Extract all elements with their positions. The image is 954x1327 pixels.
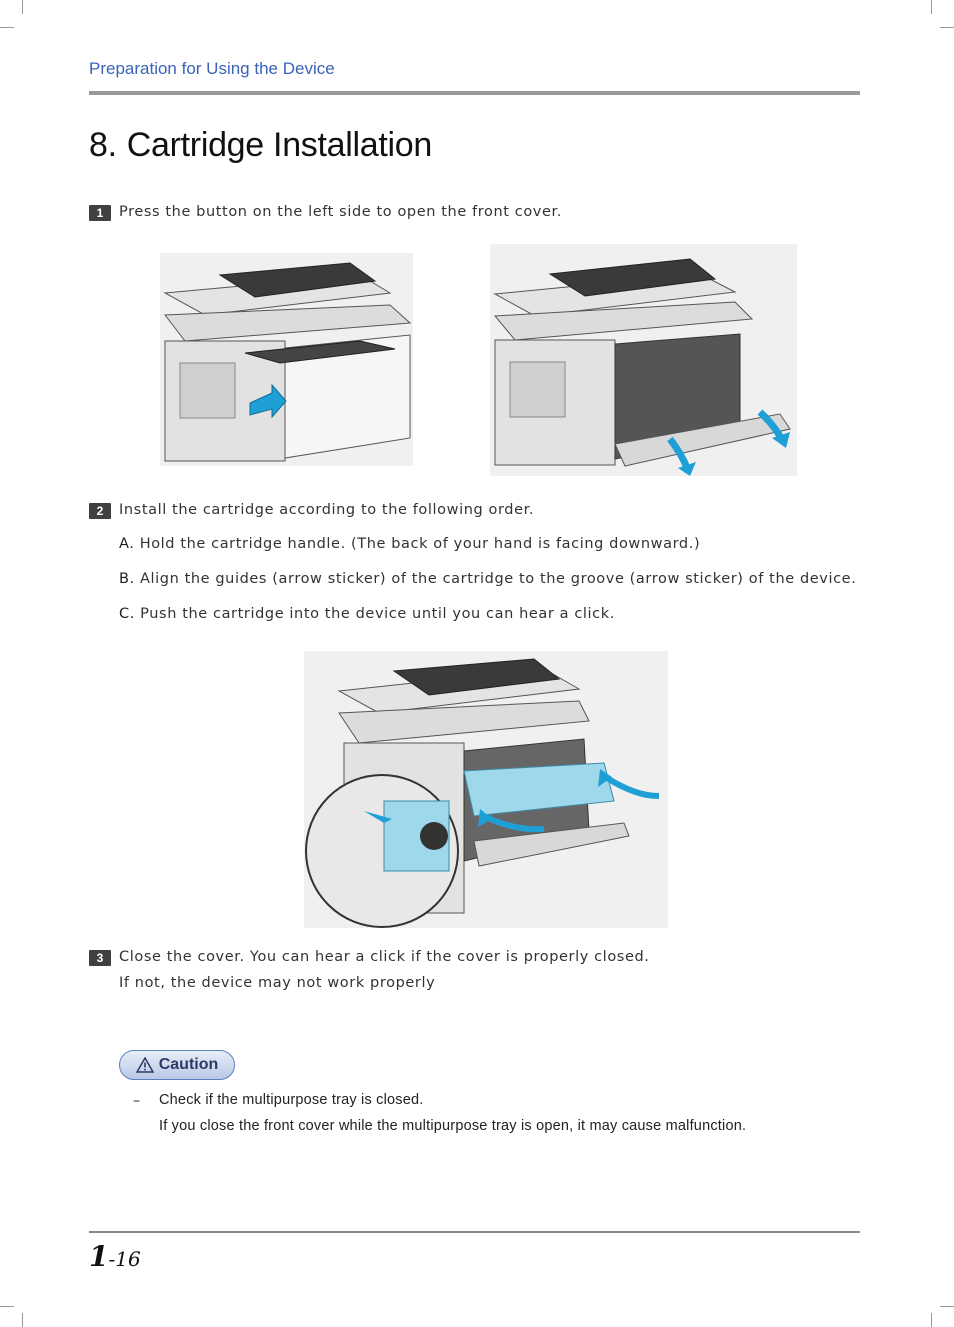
step-text-1: Press the button on the left side to ope… bbox=[119, 204, 562, 220]
substep-c: C. Push the cartridge into the device un… bbox=[119, 606, 615, 622]
warning-triangle-icon bbox=[135, 1057, 154, 1073]
caution-line-1: Check if the multipurpose tray is closed… bbox=[159, 1092, 424, 1108]
crop-mark bbox=[940, 1306, 954, 1307]
crop-mark bbox=[931, 1313, 932, 1327]
substep-a: A. Hold the cartridge handle. (The back … bbox=[119, 536, 700, 552]
substep-text: Hold the cartridge handle. (The back of … bbox=[139, 536, 701, 552]
caution-line-2: If you close the front cover while the m… bbox=[159, 1118, 747, 1134]
substep-text: Push the cartridge into the device until… bbox=[140, 606, 615, 622]
step-badge-3: 3 bbox=[89, 950, 111, 966]
step-text-2: Install the cartridge according to the f… bbox=[119, 502, 535, 518]
crop-mark bbox=[940, 27, 954, 28]
caution-label: Caution bbox=[158, 1056, 219, 1073]
section-header: Preparation for Using the Device bbox=[89, 59, 335, 78]
substep-text: Align the guides (arrow sticker) of the … bbox=[139, 571, 857, 587]
page-number: 1-16 bbox=[89, 1240, 141, 1273]
substep-b: B. Align the guides (arrow sticker) of t… bbox=[119, 571, 856, 587]
printer-closed-figure bbox=[160, 253, 413, 466]
substep-label: C. bbox=[119, 606, 135, 622]
crop-mark bbox=[0, 27, 14, 28]
crop-mark bbox=[22, 0, 23, 14]
printer-open-figure bbox=[490, 244, 797, 476]
step-badge-1: 1 bbox=[89, 205, 111, 221]
chapter-number: 1 bbox=[89, 1240, 109, 1273]
footer-divider bbox=[89, 1231, 860, 1233]
title-text: Cartridge Installation bbox=[126, 126, 433, 164]
crop-mark bbox=[931, 0, 932, 14]
crop-mark bbox=[0, 1306, 14, 1307]
crop-mark bbox=[22, 1313, 23, 1327]
step-badge-2: 2 bbox=[89, 503, 111, 519]
header-divider bbox=[89, 91, 860, 95]
note-dash: – bbox=[133, 1093, 140, 1109]
caution-badge: Caution bbox=[119, 1050, 235, 1080]
title-number: 8. bbox=[89, 126, 117, 164]
step-text-3: Close the cover. You can hear a click if… bbox=[119, 949, 650, 965]
substep-label: B. bbox=[119, 571, 135, 587]
cartridge-insertion-figure bbox=[304, 651, 668, 928]
page-title: 8.Cartridge Installation bbox=[89, 126, 432, 165]
substep-label: A. bbox=[119, 536, 135, 552]
page-suffix: -16 bbox=[108, 1247, 141, 1271]
step-text-3-continued: If not, the device may not work properly bbox=[119, 975, 436, 991]
